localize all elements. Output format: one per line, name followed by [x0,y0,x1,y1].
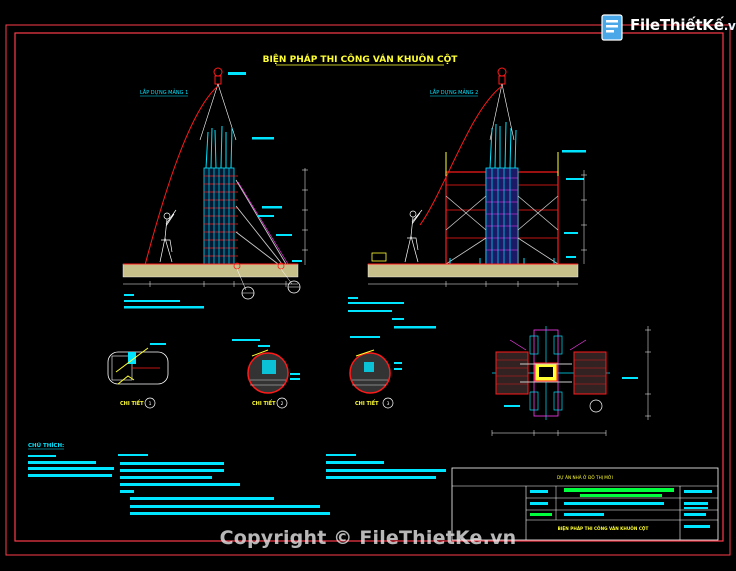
detail-1-num: 1 [149,401,152,407]
stage-1-group: LẮP DỰNG MẢNG 1 [122,67,308,309]
sheet-title: BIỆN PHÁP THI CÔNG VÁN KHUÔN CỘT [558,526,649,531]
detail-3-group: CHI TIẾT 3 [348,297,436,409]
detail-2-label: CHI TIẾT [252,399,276,407]
worker-figure-icon [159,209,177,263]
side-panel-left [445,171,487,265]
detail-2-num: 2 [281,401,284,407]
drawing-title: BIỆN PHÁP THI CÔNG VÁN KHUÔN CỘT [263,53,459,65]
filethietke-logo-icon [601,14,623,41]
logo-text: FileThiếtKế.vn [630,16,736,34]
logo-brand: FileThiếtKế [630,16,724,34]
plan-view-group [491,326,651,436]
notes-group: CHÚ THÍCH: [28,441,446,515]
stage-2-label: LẮP DỰNG MẢNG 2 [430,88,478,96]
ground-slab-2 [367,263,579,278]
detail-2-group: CHI TIẾT 2 [232,339,300,409]
title-block: DỰ ÁN NHÀ Ở ĐÔ THỊ MỚI BIỆN PHÁP THI CÔN… [451,467,719,541]
outer-frame [5,24,731,556]
copyright-watermark: Copyright © FileThietKe.vn [219,527,517,549]
detail-1-label: CHI TIẾT [120,399,144,407]
worker-figure-icon-2 [404,209,423,263]
notes-heading: CHÚ THÍCH: [28,441,64,449]
ground-slab-1 [122,263,299,278]
side-panel-right [517,171,559,265]
detail-3-label: CHI TIẾT [355,399,379,407]
logo-tld: .vn [723,19,736,33]
inner-frame [14,32,724,542]
crane-hook-icon-2 [497,67,507,85]
detail-1-group: CHI TIẾT 1 [107,343,169,409]
detail-3-num: 3 [387,401,390,407]
stage-1-label: LẮP DỰNG MẢNG 1 [140,88,188,96]
stage-2-group: LẮP DỰNG MẢNG 2 [367,67,587,287]
crane-hook-icon [213,67,223,85]
column-formwork-2 [485,167,519,265]
filethietke-logo[interactable]: FileThiếtKế.vn [596,12,736,42]
project-name: DỰ ÁN NHÀ Ở ĐÔ THỊ MỚI [557,475,613,480]
